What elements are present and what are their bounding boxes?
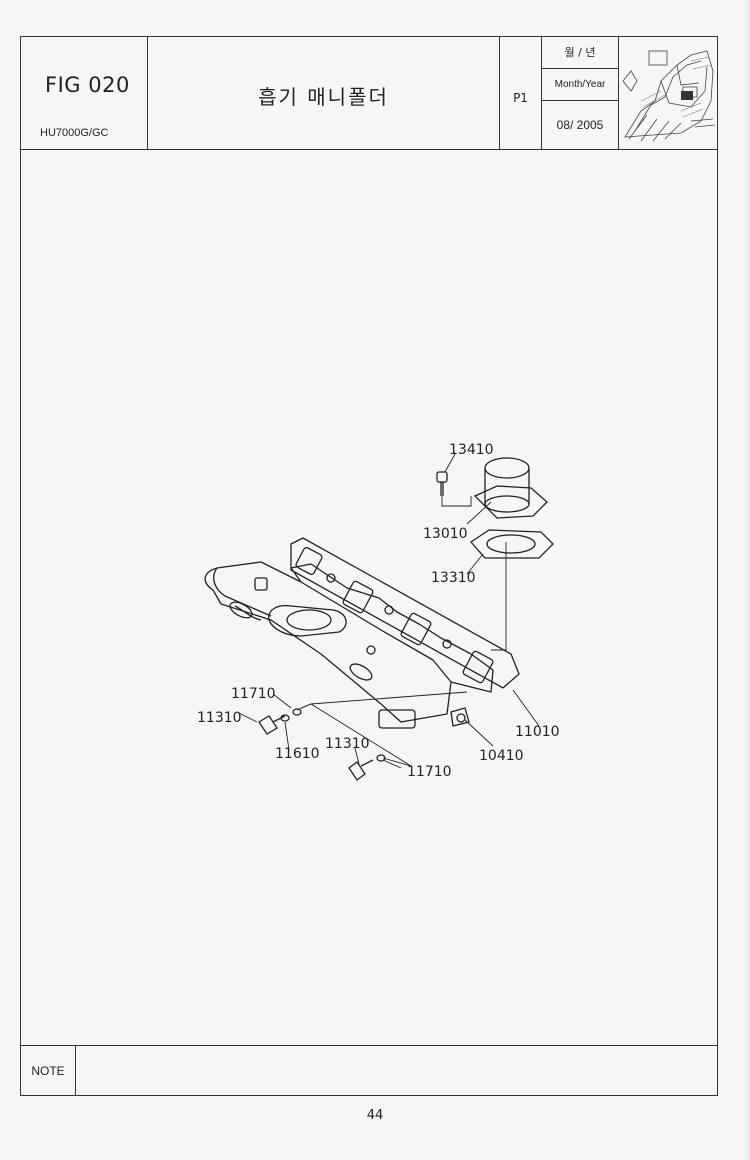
sheet-frame: FIG 020 HU7000G/GC 흡기 매니폴더 P1 월 / 년 Mont… <box>20 36 718 1096</box>
bolt-11310-right <box>348 759 374 781</box>
date-label-korean: 월 / 년 <box>542 37 618 69</box>
page-code: P1 <box>513 91 528 105</box>
pipe-gasket <box>470 529 554 559</box>
machine-thumbnail-icon <box>622 50 716 142</box>
figure-cell: FIG 020 HU7000G/GC <box>21 37 148 149</box>
manifold-gasket <box>290 537 520 689</box>
bolt-11310-left <box>258 715 286 735</box>
title-cell: 흡기 매니폴더 <box>148 37 500 149</box>
callout-11310-right: 11310 <box>325 736 370 752</box>
callout-13310: 13310 <box>431 570 476 586</box>
callout-11010: 11010 <box>515 724 560 740</box>
page-cell: P1 <box>500 37 542 149</box>
exploded-parts-diagram: 13410 13010 13310 11010 10410 11710 1131… <box>197 442 560 781</box>
thumbnail-cell <box>619 37 719 149</box>
callout-11710-top: 11710 <box>231 686 276 702</box>
note-section: NOTE <box>21 1045 717 1096</box>
callout-10410: 10410 <box>479 748 524 764</box>
callout-11310-left: 11310 <box>197 710 242 726</box>
bolt-13410 <box>436 471 472 507</box>
callout-11610: 11610 <box>275 746 320 762</box>
date-label-english: Month/Year <box>542 69 618 101</box>
callout-13010: 13010 <box>423 526 468 542</box>
date-value: 08/ 2005 <box>556 118 604 132</box>
date-cell: 월 / 년 Month/Year 08/ 2005 <box>542 37 619 149</box>
note-label: NOTE <box>21 1046 76 1096</box>
page-number: 44 <box>366 1108 384 1123</box>
outlet-pipe <box>473 457 548 519</box>
callout-13410: 13410 <box>449 442 494 458</box>
page-title: 흡기 매니폴더 <box>258 85 389 109</box>
figure-number: FIG 020 <box>45 73 130 97</box>
part-callouts: 13410 13010 13310 11010 10410 11710 1131… <box>197 442 560 780</box>
callout-11710-bottom: 11710 <box>407 764 452 780</box>
title-block: FIG 020 HU7000G/GC 흡기 매니폴더 P1 월 / 년 Mont… <box>21 37 717 150</box>
scan-edge <box>744 0 750 1160</box>
model-name: HU7000G/GC <box>40 127 109 139</box>
intake-manifold-body <box>204 561 452 723</box>
